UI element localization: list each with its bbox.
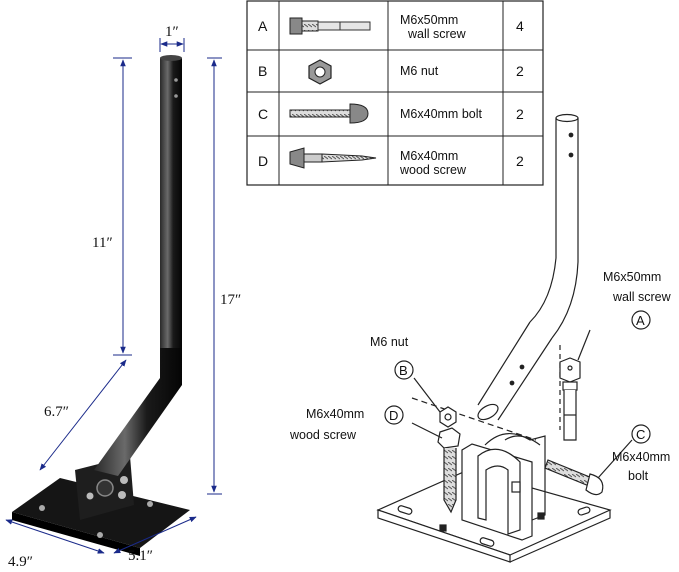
- callout-letter: A: [636, 313, 645, 328]
- dim-upper-height: [113, 57, 132, 356]
- dim-arm-length-label: 6.7″: [44, 404, 69, 420]
- table-row-qty: 4: [516, 18, 524, 34]
- pole-lower-arm: [94, 342, 182, 476]
- carriage-bolt-exploded: [544, 459, 604, 496]
- base-hole: [97, 532, 103, 538]
- wood-screw-icon: [289, 147, 377, 169]
- table-row-name: M6x40mm bolt: [400, 107, 482, 121]
- wall-screw-icon: [289, 17, 371, 35]
- wood-screw-exploded: [437, 427, 461, 514]
- callout-label: wood screw: [289, 428, 357, 442]
- dim-arm-length: [39, 359, 127, 471]
- mast-photo: [12, 55, 190, 556]
- dim-width-top-label: 1″: [165, 24, 179, 40]
- callout-label: M6x40mm: [306, 407, 364, 421]
- table-row-qty: 2: [516, 106, 524, 122]
- table-row-qty: 2: [516, 153, 524, 169]
- bracket-bolt: [118, 491, 126, 499]
- callout-label: M6x50mm: [603, 270, 661, 284]
- callout-wood-screw: D M6x40mm wood screw: [289, 405, 404, 442]
- dim-total-height-label: 17″: [220, 292, 241, 308]
- callout-bolt: C M6x40mm bolt: [612, 424, 670, 483]
- pole-hole: [174, 94, 178, 98]
- table-row-name: wall screw: [407, 27, 467, 41]
- base-hole: [147, 501, 153, 507]
- callout-label: M6x40mm: [612, 450, 670, 464]
- callout-letter: B: [399, 363, 408, 378]
- table-row-letter: A: [258, 18, 268, 34]
- hex-nut-icon: [308, 59, 332, 85]
- wall-screw-exploded: [559, 357, 581, 441]
- dim-width-top: [159, 38, 185, 52]
- callout-letter: D: [389, 408, 398, 423]
- table-row-letter: D: [258, 153, 268, 169]
- dim-base-width-label: 5.1″: [128, 548, 153, 564]
- carriage-bolt-icon: [289, 103, 369, 124]
- table-row-qty: 2: [516, 63, 524, 79]
- dim-upper-height-label: 11″: [92, 235, 113, 251]
- base-hole: [39, 505, 45, 511]
- callout-nut: B M6 nut: [370, 335, 414, 380]
- table-row-letter: B: [258, 63, 267, 79]
- pole-hole: [174, 78, 178, 82]
- callout-label: M6 nut: [370, 335, 409, 349]
- parts-table: A M6x50mm wall screw 4 B M6 nut 2 C M6x4…: [246, 0, 544, 186]
- table-row-letter: C: [258, 106, 268, 122]
- exploded-diagram: [376, 113, 633, 563]
- dim-base-depth: [5, 519, 105, 554]
- dim-total-height: [207, 57, 222, 495]
- callout-label: wall screw: [612, 290, 672, 304]
- dim-base-width: [113, 516, 197, 554]
- table-row-name: M6 nut: [400, 64, 439, 78]
- callout-label: bolt: [628, 469, 649, 483]
- callout-wall-screw: A M6x50mm wall screw: [603, 270, 672, 330]
- callout-letter: C: [636, 427, 645, 442]
- pole-upper: [160, 58, 182, 348]
- pipe-outline: [555, 118, 579, 262]
- dim-base-depth-label: 4.9″: [8, 554, 33, 570]
- nut-exploded: [439, 406, 457, 428]
- table-row-name: M6x40mm: [400, 149, 458, 163]
- table-row-name: wood screw: [399, 163, 467, 177]
- bracket-bolt: [120, 476, 128, 484]
- table-row-name: M6x50mm: [400, 13, 458, 27]
